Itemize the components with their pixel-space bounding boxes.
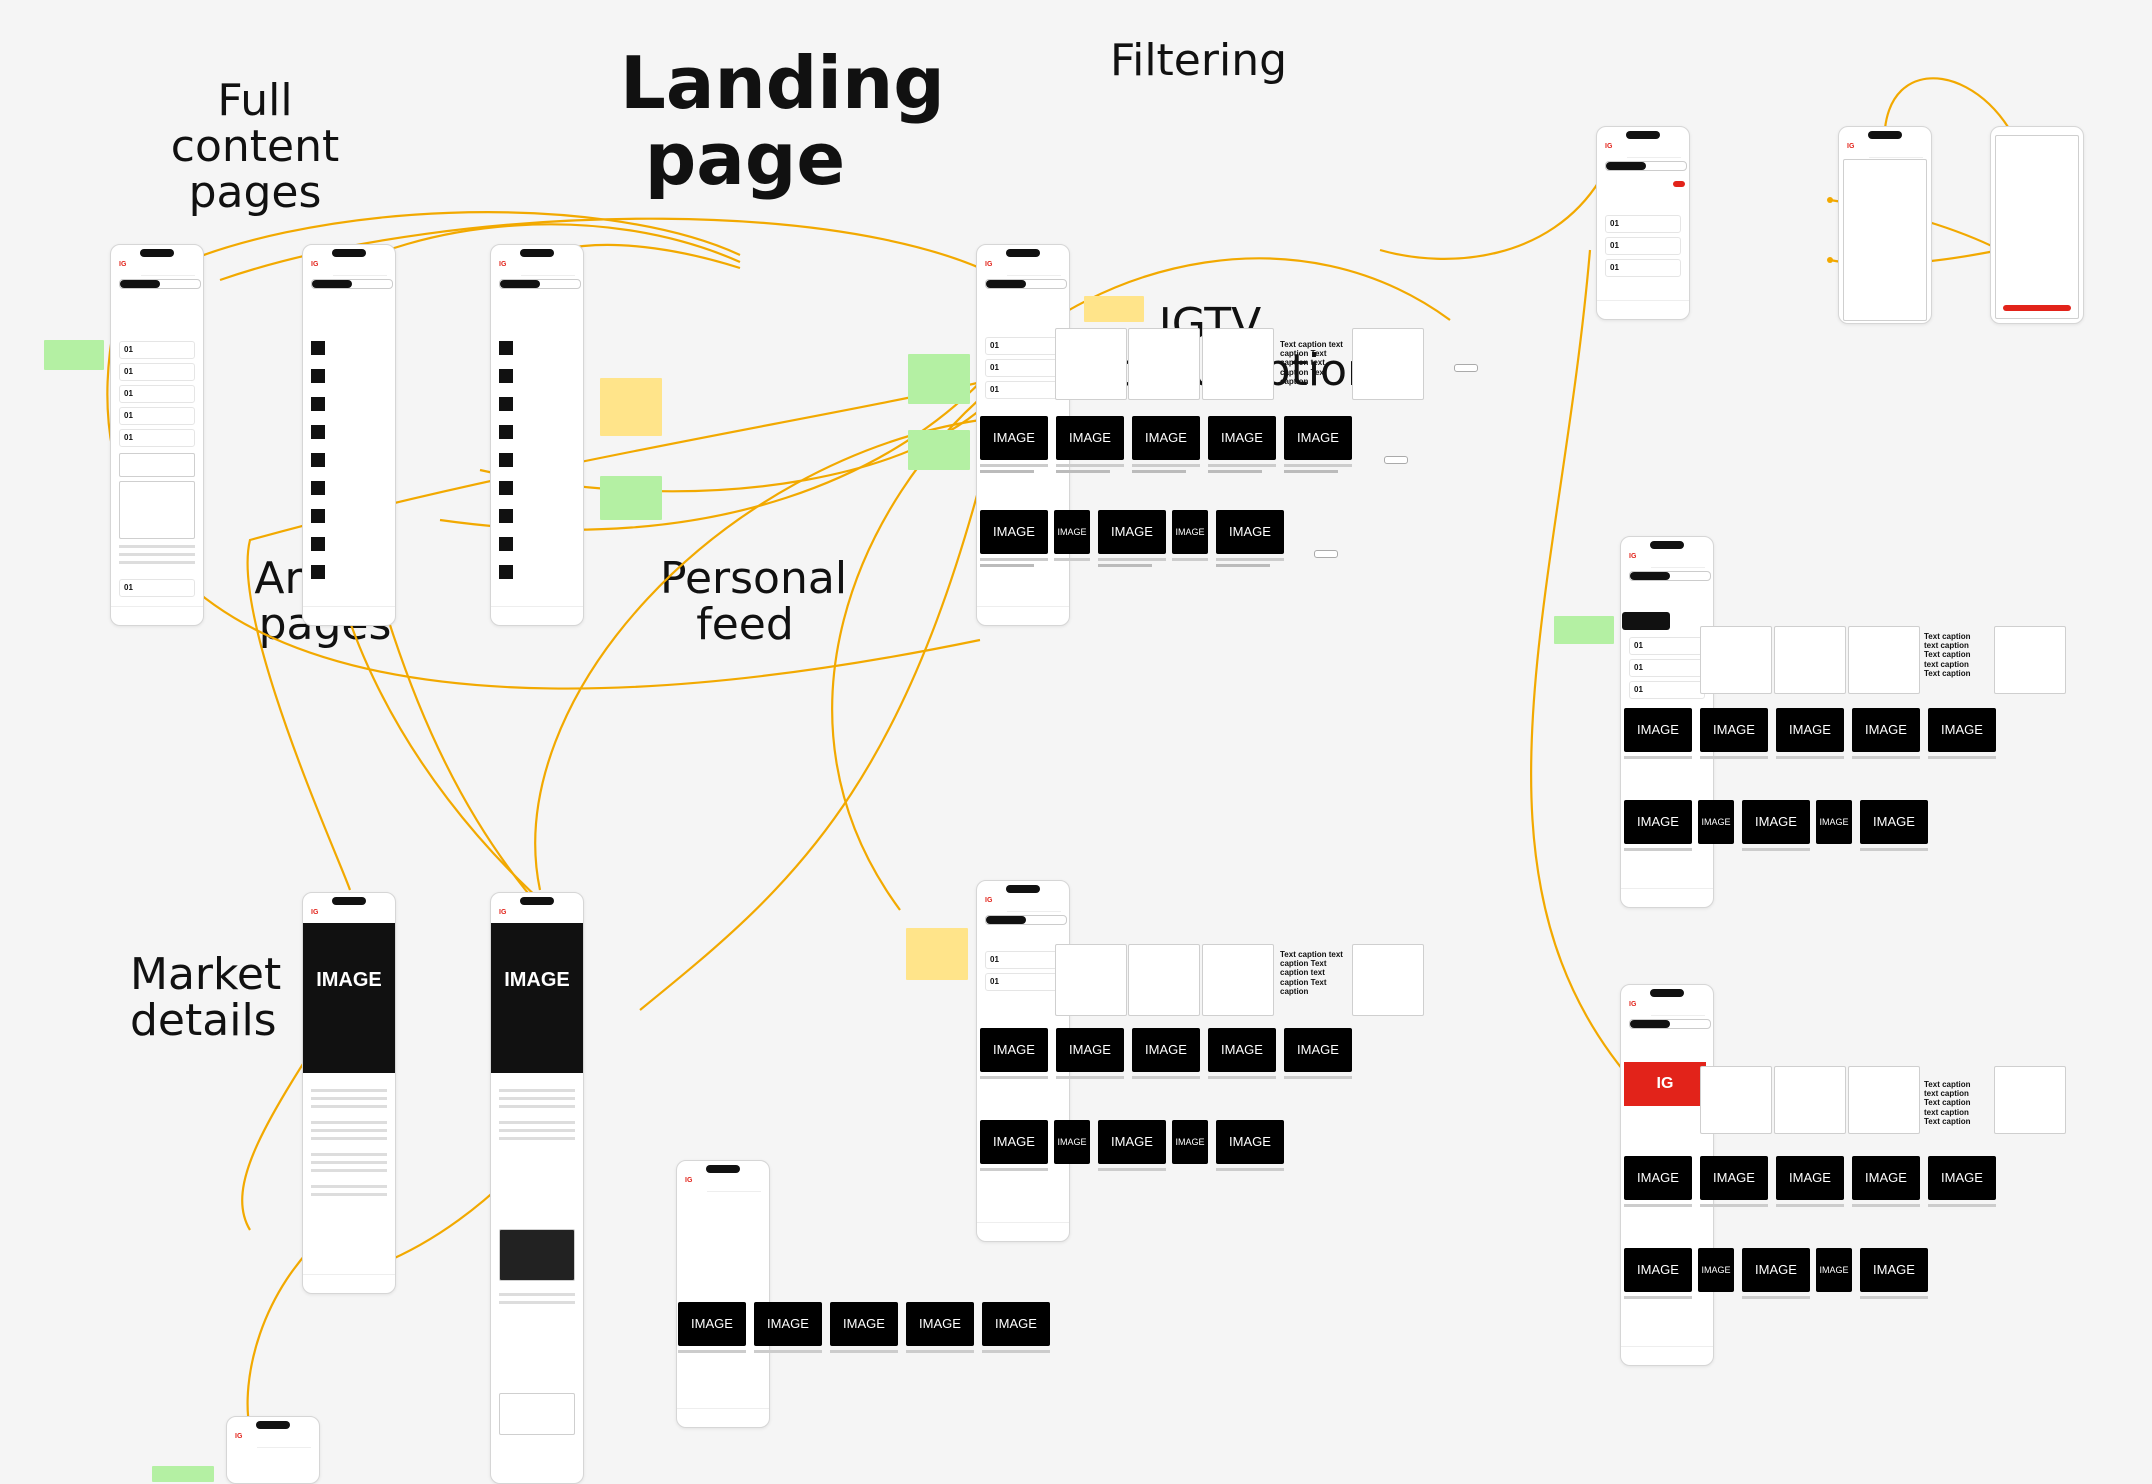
ux-task-sticky	[44, 340, 104, 370]
image-card[interactable]: IMAGE	[982, 1302, 1050, 1346]
image-card[interactable]: IMAGE	[1056, 1028, 1124, 1072]
image-card[interactable]: IMAGE	[1928, 1156, 1996, 1200]
image-card[interactable]: IMAGE	[1852, 708, 1920, 752]
image-card[interactable]: IMAGE	[1216, 510, 1284, 554]
phone-expert-opinion-full: IG	[490, 244, 584, 626]
image-card[interactable]: IMAGE	[1928, 708, 1996, 752]
ux-task-sticky	[908, 430, 970, 470]
image-card[interactable]: IMAGE	[830, 1302, 898, 1346]
ig-video-player[interactable]: IG	[1624, 1062, 1706, 1106]
image-card[interactable]: IMAGE	[1698, 800, 1734, 844]
flow-line	[149, 211, 741, 279]
video-card	[1352, 328, 1424, 400]
market-card	[1128, 328, 1200, 400]
phone-filtering-2: IG	[1838, 126, 1932, 324]
image-card[interactable]: IMAGE	[1172, 1120, 1208, 1164]
article-hero-image: IMAGE	[303, 923, 395, 1073]
article-hero-image: IMAGE	[491, 923, 583, 1073]
image-card[interactable]: IMAGE	[980, 1028, 1048, 1072]
image-card[interactable]: IMAGE	[1098, 510, 1166, 554]
market-card	[1202, 328, 1274, 400]
image-card[interactable]: IMAGE	[1852, 1156, 1920, 1200]
title-filtering: Filtering	[1110, 35, 1288, 86]
phone-filtering-3	[1990, 126, 2084, 324]
ig-live-badge[interactable]	[1622, 612, 1670, 630]
image-card[interactable]: IMAGE	[1698, 1248, 1734, 1292]
image-card[interactable]: IMAGE	[906, 1302, 974, 1346]
snapshot-card	[1055, 328, 1127, 400]
image-card[interactable]: IMAGE	[754, 1302, 822, 1346]
image-card[interactable]: IMAGE	[980, 1120, 1048, 1164]
phone-author: IG	[676, 1160, 770, 1428]
image-card[interactable]: IMAGE	[1208, 1028, 1276, 1072]
ux-task-sticky	[152, 1466, 214, 1482]
image-card[interactable]: IMAGE	[1624, 708, 1692, 752]
image-card[interactable]: IMAGE	[1216, 1120, 1284, 1164]
ux-detail-sticky	[906, 928, 968, 980]
image-card[interactable]: IMAGE	[1624, 1156, 1692, 1200]
image-card[interactable]: IMAGE	[1860, 800, 1928, 844]
image-card[interactable]: IMAGE	[980, 510, 1048, 554]
image-card[interactable]: IMAGE	[1860, 1248, 1928, 1292]
image-card[interactable]: IMAGE	[1742, 1248, 1810, 1292]
image-card[interactable]: IMAGE	[1056, 416, 1124, 460]
view-all-button[interactable]	[1384, 456, 1408, 464]
brand-logo: IG	[119, 261, 127, 268]
image-card[interactable]: IMAGE	[1208, 416, 1276, 460]
image-card[interactable]: IMAGE	[980, 416, 1048, 460]
image-card[interactable]: IMAGE	[1624, 1248, 1692, 1292]
image-card[interactable]: IMAGE	[1284, 416, 1352, 460]
view-all-button[interactable]	[1454, 364, 1478, 372]
phone-article-1: IG IMAGE	[302, 892, 396, 1294]
image-card[interactable]: IMAGE	[1700, 1156, 1768, 1200]
image-card[interactable]: IMAGE	[1742, 800, 1810, 844]
image-card[interactable]: IMAGE	[678, 1302, 746, 1346]
ux-task-sticky	[600, 476, 662, 520]
ux-task-sticky	[908, 354, 970, 404]
image-card[interactable]: IMAGE	[1132, 416, 1200, 460]
view-all-button[interactable]	[1314, 550, 1338, 558]
title-landing-page: Landing page	[620, 41, 945, 201]
image-card[interactable]: IMAGE	[1172, 510, 1208, 554]
phone-newsroom-full: IG	[302, 244, 396, 626]
image-card[interactable]: IMAGE	[1776, 1156, 1844, 1200]
image-card[interactable]: IMAGE	[1776, 708, 1844, 752]
phone-market-details: IG	[226, 1416, 320, 1484]
ux-task-sticky	[1554, 616, 1614, 644]
image-card[interactable]: IMAGE	[1054, 510, 1090, 554]
image-card[interactable]: IMAGE	[1700, 708, 1768, 752]
title-market-details: Market details	[130, 949, 282, 1047]
phone-article-2: IG IMAGE	[490, 892, 584, 1484]
flow-line	[1379, 179, 1601, 260]
image-card[interactable]: IMAGE	[1624, 800, 1692, 844]
title-full-content-pages: Full content pages	[170, 75, 340, 219]
ux-detail-sticky	[1084, 296, 1144, 322]
image-card[interactable]: IMAGE	[1816, 1248, 1852, 1292]
image-card[interactable]: IMAGE	[1054, 1120, 1090, 1164]
image-card[interactable]: IMAGE	[1816, 800, 1852, 844]
caption-text: Text caption text caption Text caption t…	[1280, 340, 1343, 386]
image-card[interactable]: IMAGE	[1098, 1120, 1166, 1164]
ux-detail-sticky	[600, 378, 662, 436]
image-card[interactable]: IMAGE	[1132, 1028, 1200, 1072]
title-personal-feed: Personal feed	[660, 553, 848, 651]
image-card[interactable]: IMAGE	[1284, 1028, 1352, 1072]
